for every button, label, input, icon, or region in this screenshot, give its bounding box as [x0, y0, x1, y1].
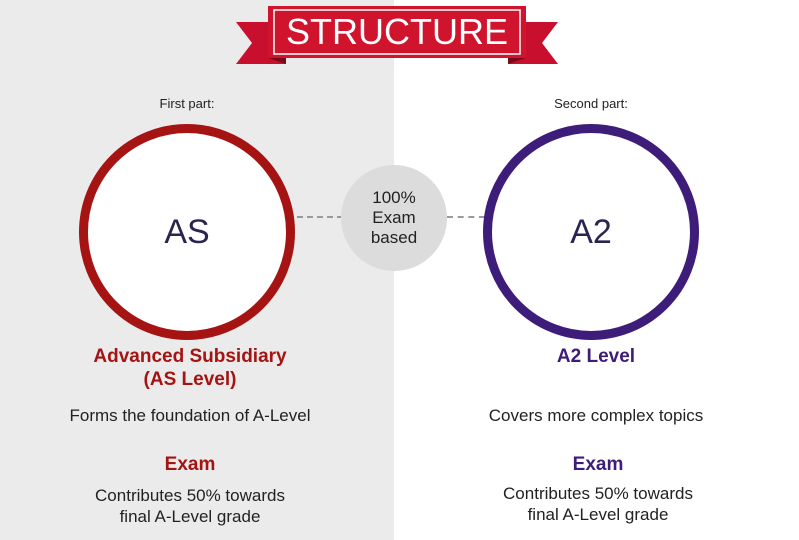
as-circle-text: AS — [164, 212, 210, 251]
as-description: Forms the foundation of A-Level — [69, 406, 311, 425]
a2-exam-title: Exam — [572, 454, 624, 475]
a2-level-title: A2 Level — [556, 346, 636, 367]
a2-circle: A2 — [483, 124, 699, 340]
badge-line-2: Exam — [372, 208, 416, 227]
as-exam-text: Contributes 50% towards final A-Level gr… — [40, 485, 340, 527]
as-circle: AS — [79, 124, 295, 340]
a2-exam-line-2: final A-Level grade — [527, 505, 669, 524]
badge-line-3: based — [370, 228, 418, 247]
exam-based-badge: 100% Exam based — [341, 165, 447, 271]
a2-circle-text: A2 — [570, 212, 612, 251]
first-part-label: First part: — [159, 96, 215, 111]
as-exam-line-2: final A-Level grade — [119, 507, 261, 526]
connector-right — [447, 216, 485, 218]
structure-banner: STRUCTURE — [0, 0, 799, 80]
as-exam-line-1: Contributes 50% towards — [95, 486, 285, 505]
a2-description: Covers more complex topics — [488, 406, 704, 425]
as-title-line-2: (AS Level) — [143, 369, 237, 390]
banner-title: STRUCTURE — [286, 11, 508, 52]
as-exam-title: Exam — [164, 454, 216, 475]
as-title-line-1: Advanced Subsidiary — [93, 346, 287, 367]
second-part-label: Second part: — [554, 96, 628, 111]
a2-exam-text: Contributes 50% towards final A-Level gr… — [438, 483, 758, 525]
badge-line-1: 100% — [372, 188, 416, 207]
as-level-title: Advanced Subsidiary (AS Level) — [40, 345, 340, 391]
ribbon-icon — [236, 6, 558, 64]
connector-left — [287, 216, 343, 218]
a2-exam-line-1: Contributes 50% towards — [503, 484, 693, 503]
